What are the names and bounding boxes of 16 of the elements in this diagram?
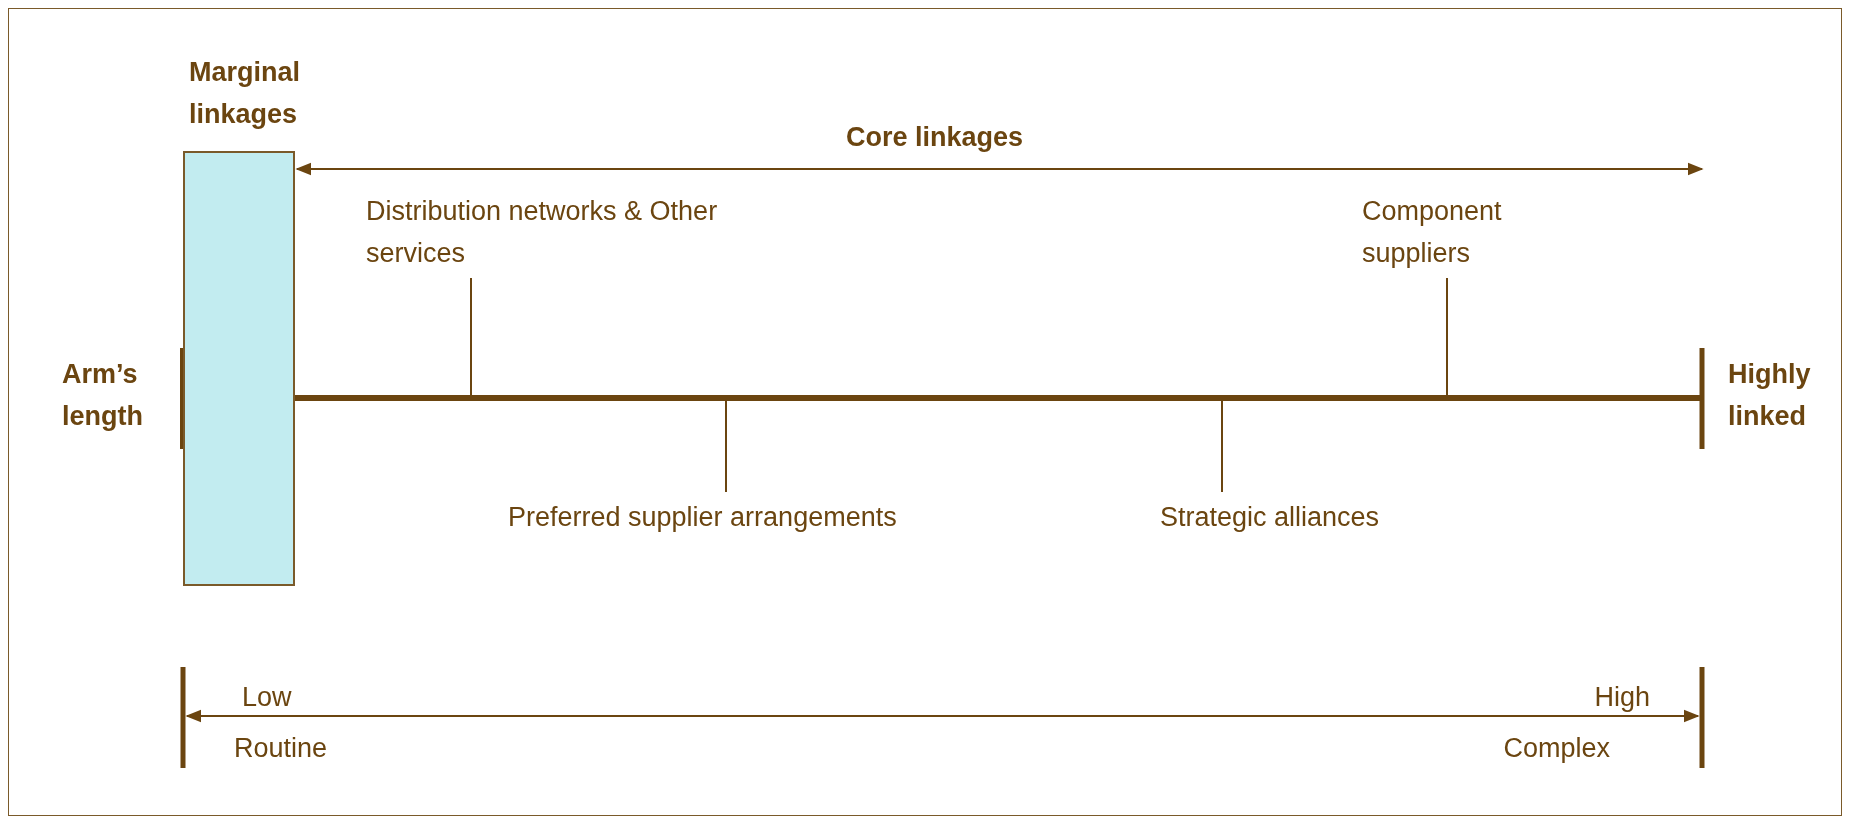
band-heading: Marginal linkages — [189, 56, 302, 131]
scale-label: Low — [242, 681, 292, 714]
end-label: Arm’s length — [62, 353, 172, 437]
end-label: Highly linked — [1728, 353, 1828, 437]
leader-line — [725, 400, 727, 493]
scale-label: Routine — [234, 732, 328, 765]
leader-line — [1446, 277, 1448, 396]
leader-line — [1221, 400, 1223, 493]
range-label: Core linkages — [846, 121, 1024, 154]
linkage-label: Component suppliers — [1362, 190, 1562, 274]
scale-label: Complex — [1503, 732, 1610, 765]
linkage-label: Distribution networks & Other services — [366, 190, 726, 274]
scale-label: High — [1594, 681, 1650, 714]
linkage-label: Strategic alliances — [1160, 496, 1380, 538]
linkage-label: Preferred supplier arrangements — [508, 496, 897, 538]
leader-line — [470, 277, 472, 396]
